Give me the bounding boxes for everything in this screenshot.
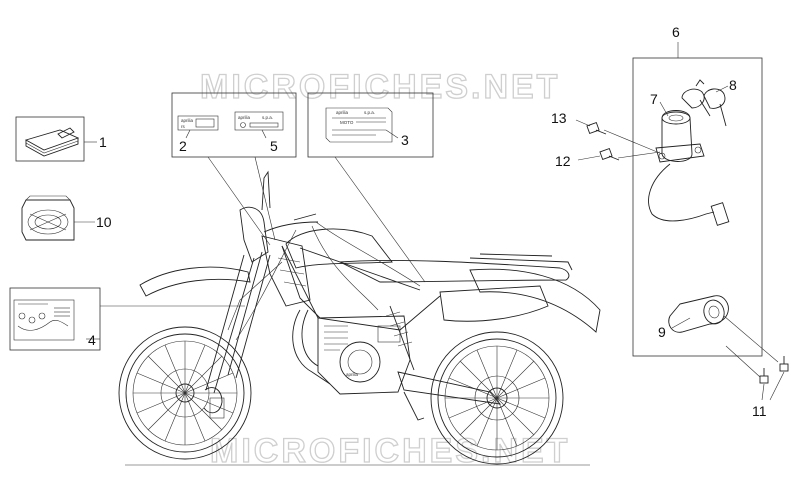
- callout-10: 10: [96, 214, 112, 230]
- callout-4: 4: [88, 332, 96, 348]
- part-1-manual[interactable]: [15, 116, 97, 162]
- callout-7: 7: [650, 91, 658, 107]
- callout-11: 11: [752, 403, 767, 419]
- svg-text:aprilia: aprilia: [181, 118, 194, 123]
- part-12-screw[interactable]: [577, 147, 661, 161]
- svg-text:MOTO: MOTO: [340, 120, 354, 125]
- callout-6: 6: [672, 24, 680, 40]
- svg-text:aprilia: aprilia: [336, 110, 349, 115]
- watermark-top: MICROFICHES.NET: [200, 68, 560, 106]
- svg-text:s.p.a.: s.p.a.: [364, 110, 375, 115]
- callout-3: 3: [401, 132, 409, 148]
- callout-12: 12: [555, 153, 571, 169]
- decal-box-2-5: [171, 92, 297, 158]
- engine: aprilia: [317, 315, 411, 395]
- callout-1: 1: [99, 134, 107, 150]
- part-3-decal[interactable]: aprilia s.p.a. MOTO: [307, 92, 434, 158]
- part-8-keys[interactable]: [681, 79, 729, 127]
- rear-wheel: [430, 331, 564, 465]
- part-9-lock[interactable]: [668, 295, 779, 363]
- part-7-ignition-switch[interactable]: [648, 101, 730, 226]
- callout-13: 13: [551, 110, 567, 126]
- watermark-bottom: MICROFICHES.NET: [210, 432, 570, 470]
- part-10-kit-bag[interactable]: [21, 195, 95, 241]
- part-6-group-box: [632, 57, 763, 357]
- part-2-decal[interactable]: aprilia rs: [177, 115, 219, 139]
- front-wheel: [118, 326, 252, 460]
- callout-8: 8: [729, 77, 737, 93]
- leader-3: [334, 156, 426, 283]
- part-13-screw[interactable]: [575, 119, 663, 155]
- callout-2: 2: [179, 138, 187, 154]
- part-4-wiring-label[interactable]: [9, 287, 245, 351]
- part-11-screws[interactable]: [725, 345, 789, 401]
- svg-text:aprilia: aprilia: [346, 372, 359, 377]
- svg-text:s.p.a.: s.p.a.: [262, 115, 273, 120]
- svg-text:aprilia: aprilia: [238, 115, 251, 120]
- motorcycle: aprilia: [118, 170, 601, 465]
- callout-5: 5: [270, 138, 278, 154]
- part-5-decal[interactable]: aprilia s.p.a.: [234, 111, 284, 139]
- leader-2: [207, 156, 271, 246]
- callout-9: 9: [658, 324, 666, 340]
- leader-5: [254, 156, 276, 241]
- svg-text:rs: rs: [181, 124, 185, 129]
